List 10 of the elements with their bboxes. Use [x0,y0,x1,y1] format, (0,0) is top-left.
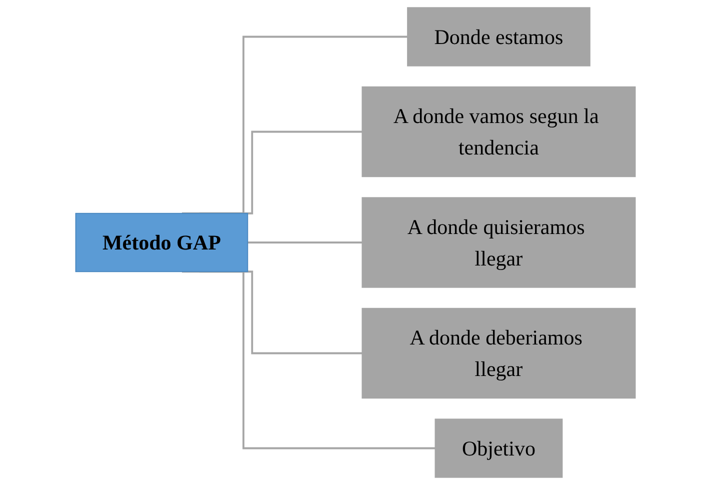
connector [182,270,436,450]
connector [182,36,408,214]
node-box: Donde estamos [407,7,590,66]
node-box: A donde vamos segun la tendencia [362,86,636,178]
connector [199,130,362,214]
node-box: Método GAP [75,212,248,272]
node-box: Objetivo [434,418,563,478]
connector [248,242,362,244]
node-box: A donde quisieramos llegar [362,197,636,288]
node-box: A donde deberiamos llegar [362,308,636,399]
